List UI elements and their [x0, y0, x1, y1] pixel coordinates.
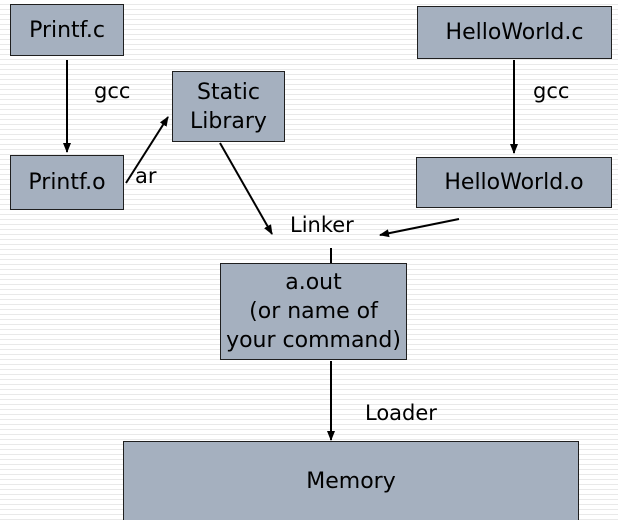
memory-label: Memory [306, 468, 396, 494]
static-library-box: Static Library [172, 71, 285, 142]
aout-line-3: your command) [226, 328, 401, 353]
memory-box: Memory [123, 441, 579, 520]
aout-line-2: (or name of [249, 299, 378, 324]
static-library-line-1: Static [197, 79, 260, 105]
arrow-helloworld-o-to-linker [379, 218, 460, 238]
aout-box: a.out (or name of your command) [220, 263, 407, 360]
printf-c-box: Printf.c [10, 4, 124, 56]
static-library-line-2: Library [190, 108, 267, 134]
gcc-left-label: gcc [94, 79, 131, 103]
printf-c-label: Printf.c [29, 17, 105, 43]
printf-o-box: Printf.o [10, 155, 124, 210]
linker-label: Linker [290, 213, 354, 237]
helloworld-c-box: HelloWorld.c [417, 6, 612, 59]
ar-label: ar [135, 164, 157, 188]
helloworld-o-label: HelloWorld.o [444, 170, 584, 195]
helloworld-o-box: HelloWorld.o [416, 157, 612, 208]
helloworld-c-label: HelloWorld.c [445, 20, 584, 45]
loader-label: Loader [365, 401, 437, 425]
arrow-static-library-to-linker [219, 142, 273, 235]
printf-o-label: Printf.o [28, 170, 106, 195]
aout-line-1: a.out [285, 270, 342, 295]
gcc-right-label: gcc [533, 79, 570, 103]
